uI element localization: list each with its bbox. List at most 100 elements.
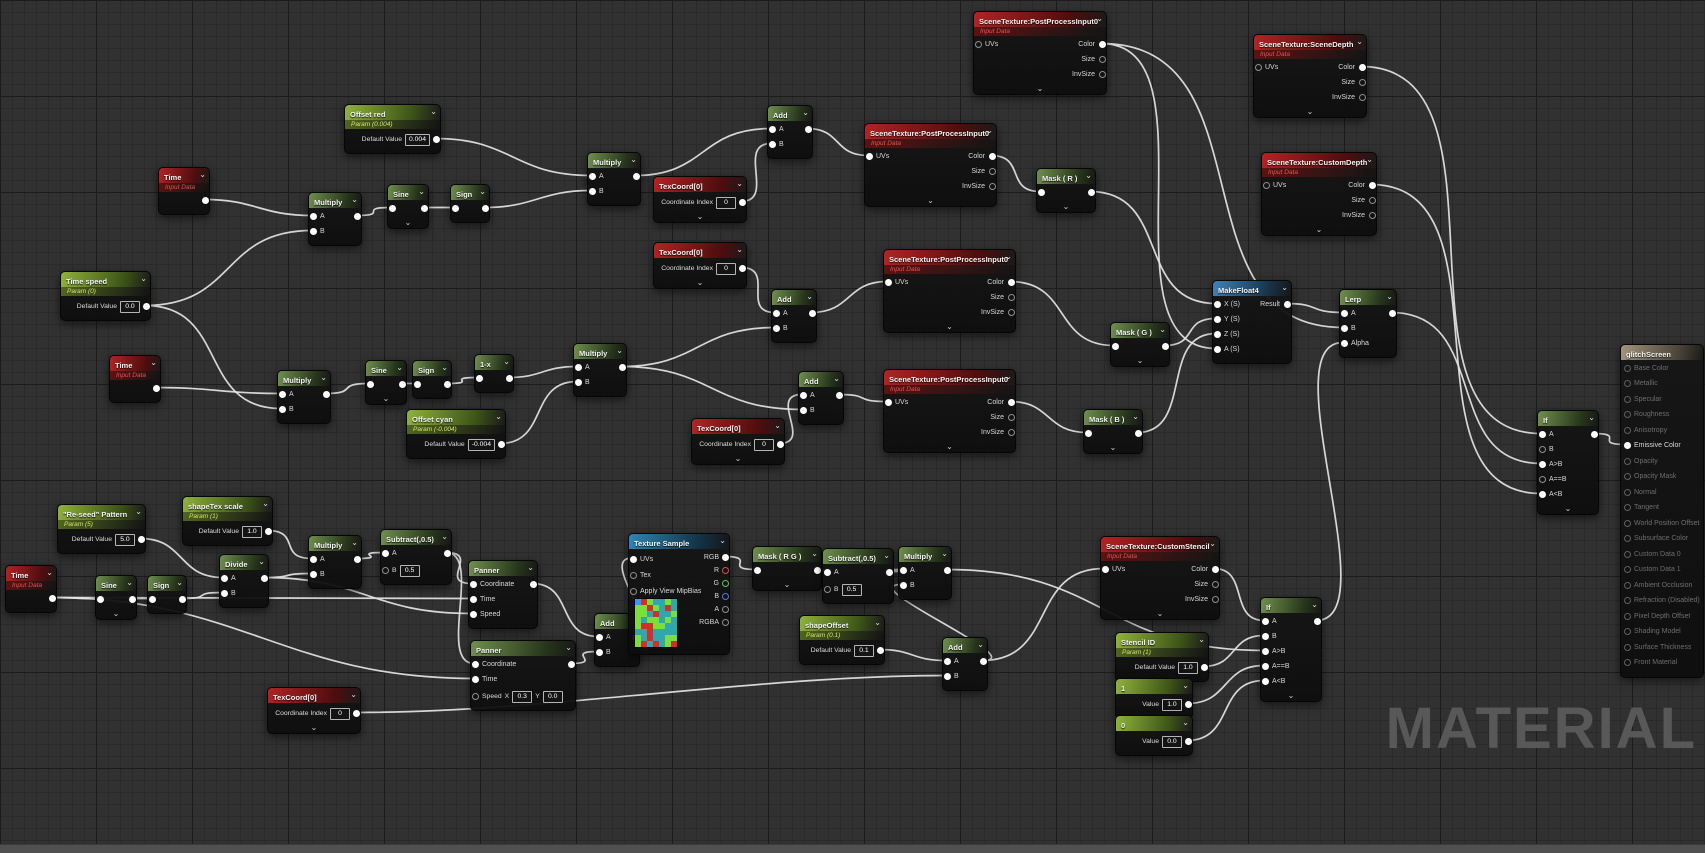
alpha-in-pin[interactable] (1340, 340, 1348, 347)
chevron-down-icon[interactable]: ⌄ (1281, 283, 1288, 292)
a-in-pin[interactable] (574, 364, 582, 371)
node-one_minus_x[interactable]: 1-x⌄ (474, 354, 514, 393)
output-out-pin[interactable] (1184, 738, 1192, 745)
a-b-in-pin[interactable] (1261, 663, 1269, 670)
value-out-pin[interactable] (813, 567, 821, 574)
value-box[interactable]: 1.0 (242, 525, 262, 538)
a-in-pin[interactable] (772, 310, 780, 317)
x-s-in-pin[interactable] (1213, 301, 1221, 308)
invsize-out-pin[interactable] (1007, 429, 1015, 436)
node-header[interactable]: TexCoord[0]⌄ (268, 688, 360, 703)
chevron-expand-icon[interactable]: ⌄ (1156, 609, 1164, 618)
coordinate-in-pin[interactable] (471, 661, 479, 668)
value-box[interactable]: 0.004 (404, 133, 430, 146)
chevron-down-icon[interactable]: ⌄ (833, 374, 840, 383)
a-in-pin[interactable] (823, 569, 831, 576)
node-header[interactable]: Time⌄ (159, 168, 209, 183)
rgba-out-pin[interactable] (721, 619, 729, 626)
chevron-down-icon[interactable]: ⌄ (736, 245, 743, 254)
b-in-pin[interactable] (899, 582, 907, 589)
value-out-pin[interactable] (1590, 431, 1598, 438)
chevron-expand-icon[interactable]: ⌄ (1062, 202, 1070, 211)
chevron-down-icon[interactable]: ⌄ (1356, 37, 1363, 46)
node-makefloat4[interactable]: MakeFloat4⌄X (S)Y (S)Z (S)A (S)Result (1212, 280, 1292, 364)
output-out-pin[interactable] (264, 528, 272, 535)
b-in-pin[interactable] (309, 571, 317, 578)
size-out-pin[interactable] (1368, 197, 1376, 204)
node-header[interactable]: Multiply⌄ (309, 193, 361, 208)
value-out-pin[interactable] (48, 595, 56, 602)
value-in-pin[interactable] (366, 381, 374, 388)
node-sine_b[interactable]: Sine⌄⌄ (365, 360, 407, 405)
b-in-pin[interactable] (309, 228, 317, 235)
value-box[interactable]: 0.1 (854, 644, 874, 657)
node-sign_b[interactable]: Sign⌄ (412, 360, 452, 399)
value-out-pin[interactable] (353, 213, 361, 220)
speed-in-pin[interactable] (469, 611, 477, 618)
node-header[interactable]: Offset red⌄ (345, 105, 440, 120)
node-header[interactable]: Add⌄ (799, 372, 843, 387)
size-out-pin[interactable] (1358, 79, 1366, 86)
value-box[interactable]: 5.0 (115, 533, 135, 546)
chevron-expand-icon[interactable]: ⌄ (1109, 443, 1117, 452)
chevron-expand-icon[interactable]: ⌄ (112, 609, 120, 618)
value-out-pin[interactable] (260, 575, 268, 582)
value-out-pin[interactable] (178, 596, 186, 603)
node-header[interactable]: Subtract(,0.5)⌄ (823, 549, 893, 564)
node-header[interactable]: Lerp⌄ (1340, 290, 1396, 305)
chevron-down-icon[interactable]: ⌄ (320, 373, 327, 382)
chevron-expand-icon[interactable]: ⌄ (946, 442, 953, 451)
node-st_ppi0_a[interactable]: SceneTexture:PostProcessInput0⌄Input Dat… (973, 11, 1107, 95)
a-in-pin[interactable] (278, 391, 286, 398)
chevron-down-icon[interactable]: ⌄ (396, 363, 403, 372)
node-header[interactable]: Divide⌄ (220, 555, 268, 570)
value-out-pin[interactable] (632, 173, 640, 180)
node-sine_c[interactable]: Sine⌄⌄ (95, 575, 137, 620)
node-header[interactable]: Time⌄ (6, 566, 56, 581)
node-offset_cyan[interactable]: Offset cyan⌄Param (-0.004)Default Value-… (406, 409, 506, 459)
output-out-pin[interactable] (776, 441, 784, 448)
value-out-pin[interactable] (322, 391, 330, 398)
b-in-pin[interactable] (1340, 325, 1348, 332)
chevron-down-icon[interactable]: ⌄ (430, 107, 437, 116)
b-in-pin[interactable] (768, 141, 776, 148)
chevron-down-icon[interactable]: ⌄ (441, 532, 448, 541)
chevron-expand-icon[interactable]: ⌄ (404, 218, 412, 227)
a-s-in-pin[interactable] (1213, 346, 1221, 353)
node-header[interactable]: 1-x⌄ (475, 355, 513, 370)
node-mask_rg[interactable]: Mask ( R G )⌄⌄ (752, 546, 822, 591)
value-out-pin[interactable] (808, 310, 816, 317)
a-in-pin[interactable] (595, 634, 603, 641)
a-in-pin[interactable] (799, 392, 807, 399)
chevron-down-icon[interactable]: ⌄ (811, 549, 818, 558)
opacity-mask-in-pin[interactable] (1623, 473, 1631, 480)
custom-data-1-in-pin[interactable] (1623, 566, 1631, 573)
node-header[interactable]: 1⌄ (1116, 679, 1192, 694)
chevron-down-icon[interactable]: ⌄ (150, 358, 157, 367)
shading-model-in-pin[interactable] (1623, 628, 1631, 635)
chevron-down-icon[interactable]: ⌄ (1366, 155, 1373, 164)
uvs-in-pin[interactable] (974, 41, 982, 48)
chevron-down-icon[interactable]: ⌄ (1005, 372, 1012, 381)
b-in-pin[interactable] (574, 379, 582, 386)
value-box[interactable]: 0 (330, 707, 350, 720)
normal-in-pin[interactable] (1623, 488, 1631, 496)
coordinate-in-pin[interactable] (469, 581, 477, 588)
node-header[interactable]: Add⌄ (772, 290, 816, 305)
node-reseed[interactable]: "Re-seed" Pattern⌄Param (5)Default Value… (57, 504, 146, 554)
subsurface-color-in-pin[interactable] (1623, 535, 1631, 542)
value-in-pin[interactable] (96, 596, 104, 603)
value-out-pin[interactable] (1388, 310, 1396, 317)
chevron-expand-icon[interactable]: ⌄ (1564, 504, 1572, 513)
a-b-in-pin[interactable] (1261, 678, 1269, 685)
